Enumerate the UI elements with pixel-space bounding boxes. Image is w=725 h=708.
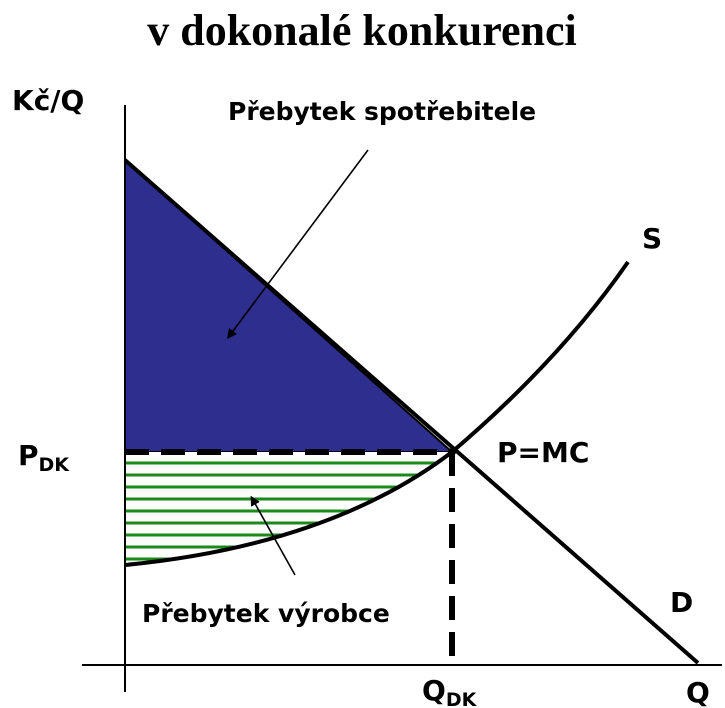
price-label-subscript: DK bbox=[39, 454, 71, 476]
quantity-label-subscript: DK bbox=[446, 689, 478, 708]
consumer-surplus-arrow bbox=[227, 149, 369, 340]
quantity-label: QDK bbox=[422, 674, 478, 708]
producer-surplus-label: Přebytek výrobce bbox=[142, 599, 390, 628]
supply-label: S bbox=[642, 222, 662, 255]
consumer-surplus-label: Přebytek spotřebitele bbox=[228, 97, 536, 126]
demand-curve bbox=[123, 158, 700, 665]
producer-surplus-area bbox=[125, 452, 452, 565]
producer-surplus-arrow bbox=[250, 495, 296, 576]
quantity-label-main: Q bbox=[422, 674, 446, 707]
price-label: PDK bbox=[18, 439, 70, 476]
page-title: v dokonalé konkurenci bbox=[147, 6, 577, 55]
x-axis-label: Q bbox=[686, 676, 710, 708]
demand-label: D bbox=[670, 586, 693, 619]
equilibrium-point bbox=[448, 448, 456, 456]
price-label-main: P bbox=[18, 439, 39, 472]
equilibrium-label: P=MC bbox=[497, 436, 589, 469]
y-axis-label: Kč/Q bbox=[12, 84, 84, 117]
